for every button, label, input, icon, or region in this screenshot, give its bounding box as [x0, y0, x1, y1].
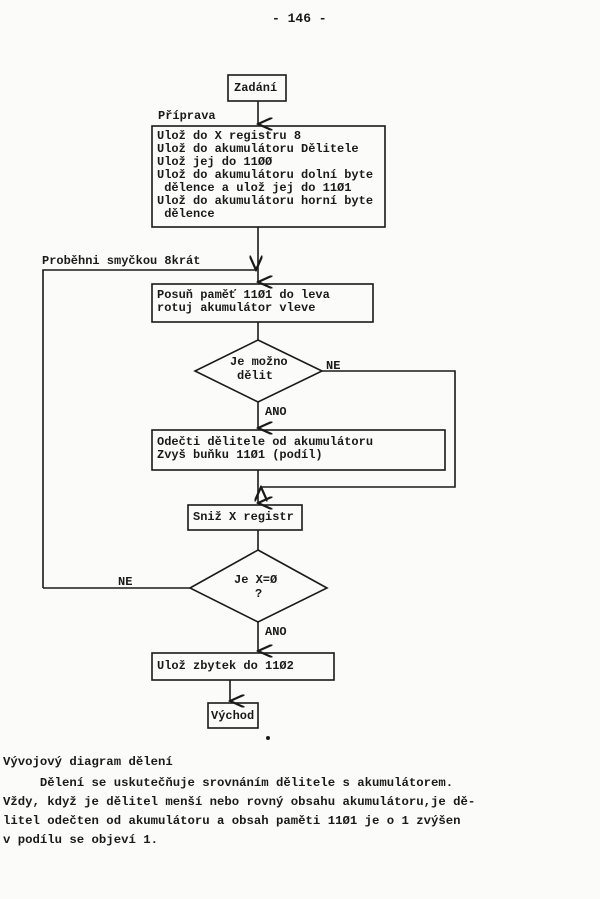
start-box [227, 74, 287, 102]
subtract-box [151, 429, 446, 471]
paragraph-line: v podílu se objeví 1. [3, 833, 158, 847]
prep-step: Ulož do X registru 8 [157, 129, 302, 143]
loop-label: Proběhni smyčkou 8krát [42, 254, 201, 268]
prep-step: Ulož do akumulátoru horní byte [157, 194, 374, 208]
prep-steps: Ulož do X registru 8 Ulož do akumulátoru… [157, 130, 373, 221]
decision1-yes: ANO [265, 405, 287, 419]
prep-step: Ulož do akumulátoru Dělitele [157, 142, 359, 156]
decrement-box [187, 504, 303, 531]
end-label: Východ [211, 709, 255, 723]
store-box [151, 652, 335, 681]
page-number: - 146 - [272, 11, 327, 26]
prep-box [151, 125, 386, 228]
prep-step: Ulož do akumulátoru dolní byte [157, 168, 374, 182]
shift-box [151, 283, 374, 323]
decision2-text: Je X=Ø [234, 573, 278, 587]
decision2-no: NE [118, 575, 133, 589]
decision1-no: NE [326, 359, 341, 373]
store-label: Ulož zbytek do 11Ø2 [157, 659, 294, 673]
prep-step: Ulož jej do 11ØØ [157, 155, 273, 169]
caption: Vývojový diagram dělení [3, 755, 173, 769]
shift-step: Posuň paměť 11Ø1 do leva [157, 288, 330, 302]
subtract-step: Zvyš buňku 11Ø1 (podíl) [157, 448, 323, 462]
prep-step: dělence [157, 207, 215, 221]
decision1-text: Je možno [230, 355, 288, 369]
subtract-step: Odečti dělitele od akumulátoru [157, 435, 374, 449]
paragraph-line: Dělení se uskutečňuje srovnáním dělitele… [3, 776, 454, 790]
paragraph-line: Vždy, když je dělitel menší nebo rovný o… [3, 795, 476, 809]
prep-step: dělence a ulož jej do 11Ø1 [157, 181, 352, 195]
start-label: Zadání [234, 81, 278, 95]
decision2-text: ? [255, 587, 263, 601]
end-box [207, 702, 259, 729]
shift-step: rotuj akumulátor vleve [157, 301, 316, 315]
prep-label: Příprava [158, 109, 216, 123]
decision1-text: dělit [237, 369, 274, 383]
decision2-yes: ANO [265, 625, 287, 639]
paragraph-line: litel odečten od akumulátoru a obsah pam… [3, 814, 461, 828]
decrement-label: Sniž X registr [193, 510, 294, 524]
